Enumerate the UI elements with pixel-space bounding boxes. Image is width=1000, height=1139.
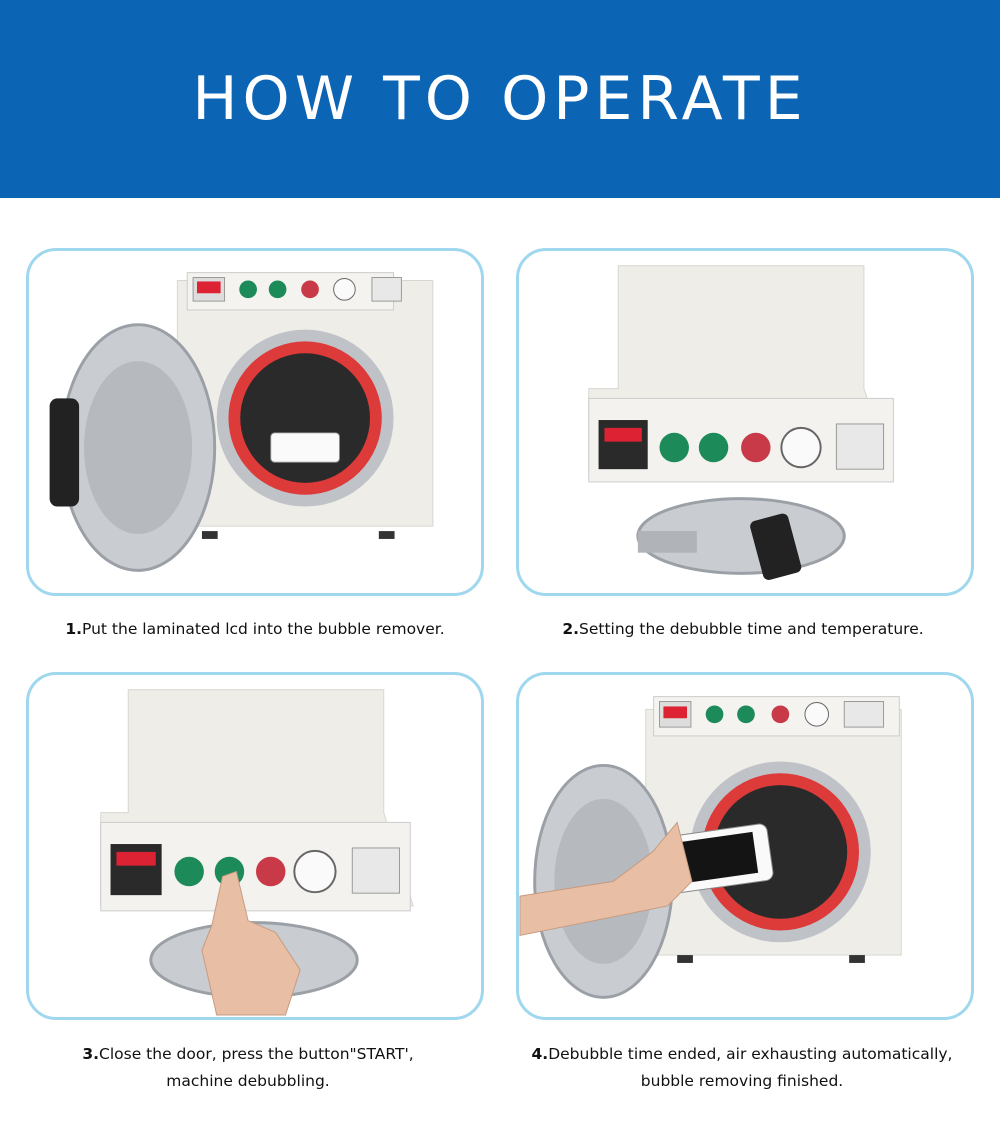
page-title: HOW TO OPERATE — [192, 64, 808, 134]
step-2-image — [516, 248, 974, 596]
step-line-1: 4.Debubble time ended, air exhausting au… — [502, 1041, 982, 1068]
step-3-image — [26, 672, 484, 1020]
step-number: 2. — [562, 620, 579, 638]
bubble-remover-door-open-photo — [49, 272, 434, 572]
bubble-remover-control-panel-photo — [588, 265, 895, 580]
step-1-caption: 1.Put the laminated lcd into the bubble … — [15, 616, 495, 643]
step-3-caption: 3.Close the door, press the button"START… — [8, 1041, 488, 1095]
step-text: Put the laminated lcd into the bubble re… — [82, 620, 445, 638]
step-number: 4. — [531, 1045, 549, 1063]
header-banner: HOW TO OPERATE — [0, 0, 1000, 198]
bubble-remover-remove-lcd-photo — [519, 696, 902, 999]
step-2-caption: 2.Setting the debubble time and temperat… — [503, 616, 983, 643]
bubble-remover-press-start-photo — [100, 689, 414, 1016]
step-line-2: bubble removing finished. — [640, 1072, 844, 1090]
step-1-image — [26, 248, 484, 596]
step-number: 1. — [65, 620, 83, 638]
step-line-1: 3.Close the door, press the button"START… — [8, 1041, 488, 1068]
step-line-2: machine debubbling. — [166, 1072, 330, 1090]
step-text: Debubble time ended, air exhausting auto… — [548, 1045, 953, 1063]
step-text: Close the door, press the button"START', — [99, 1045, 414, 1063]
step-number: 3. — [82, 1045, 100, 1063]
step-text: Setting the debubble time and temperatur… — [579, 620, 924, 638]
step-4-caption: 4.Debubble time ended, air exhausting au… — [502, 1041, 982, 1095]
step-4-image — [516, 672, 974, 1020]
